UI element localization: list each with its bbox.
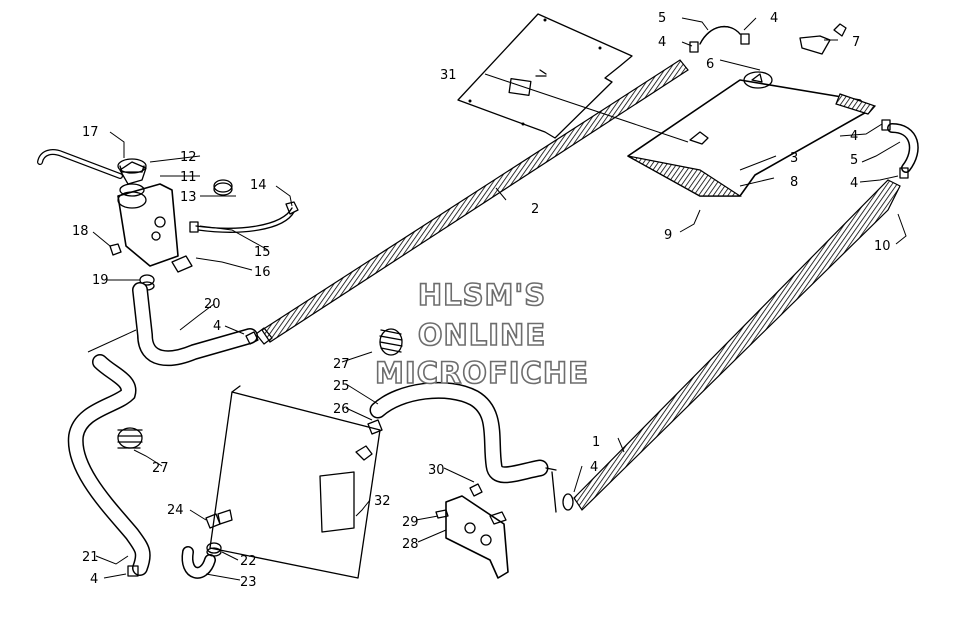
callout-4-top-left: 4 — [658, 35, 666, 50]
callout-1: 1 — [592, 435, 600, 450]
callout-19: 19 — [92, 273, 109, 288]
clamp-27-lower — [117, 427, 143, 449]
callout-4-right-low: 4 — [850, 176, 858, 191]
hose-15 — [189, 201, 299, 233]
heat-exchanger-3 — [627, 71, 877, 197]
callout-10: 10 — [874, 239, 891, 254]
fitting-18 — [109, 243, 122, 256]
callout-27-lower: 27 — [152, 461, 169, 476]
callout-23: 23 — [240, 575, 257, 590]
callout-21: 21 — [82, 550, 99, 565]
callout-6: 6 — [706, 57, 714, 72]
fastener-30 — [469, 483, 483, 497]
clamp-22 — [206, 542, 222, 557]
cap-12 — [117, 158, 147, 174]
callout-22: 22 — [240, 554, 257, 569]
callout-15: 15 — [254, 245, 271, 260]
callout-4-hose20: 4 — [213, 319, 221, 334]
callout-labels: 17 12 11 13 14 15 16 18 19 20 4 31 2 5 4… — [72, 11, 891, 590]
clamp-27-upper — [379, 328, 403, 356]
callout-26: 26 — [333, 402, 350, 417]
watermark-line-3: MICROFICHE — [375, 356, 589, 390]
callout-11: 11 — [180, 170, 197, 185]
callout-8: 8 — [790, 175, 798, 190]
hose-25 — [367, 381, 549, 484]
overflow-hose-17 — [37, 149, 123, 179]
callout-5-top: 5 — [658, 11, 666, 26]
clamp-13 — [213, 179, 233, 196]
callout-4-hose21: 4 — [90, 572, 98, 587]
callout-3: 3 — [790, 151, 798, 166]
callout-32: 32 — [374, 494, 391, 509]
leader-lines — [92, 17, 907, 581]
watermark-line-2: ONLINE — [418, 318, 546, 352]
callout-31: 31 — [440, 68, 457, 83]
hose-20 — [132, 282, 259, 367]
callout-13: 13 — [180, 190, 197, 205]
callout-4-top-right: 4 — [770, 11, 778, 26]
plate-31 — [457, 13, 633, 139]
callout-16: 16 — [254, 265, 271, 280]
callout-4-right-top: 4 — [850, 129, 858, 144]
heat-exchanger-1 — [562, 179, 901, 511]
coolant-bottle-11 — [117, 161, 193, 273]
watermark-line-1: HLSM'S — [418, 278, 546, 312]
callout-20: 20 — [204, 297, 221, 312]
callout-14: 14 — [250, 178, 267, 193]
hose-5-top — [689, 23, 847, 55]
callout-30: 30 — [428, 463, 445, 478]
hose-5-right — [881, 119, 919, 179]
callout-2: 2 — [531, 202, 539, 217]
callout-12: 12 — [180, 150, 197, 165]
callout-18: 18 — [72, 224, 89, 239]
callout-5-right: 5 — [850, 153, 858, 168]
engine-panel-32 — [205, 385, 381, 579]
callout-4-hose1: 4 — [590, 460, 598, 475]
watermark: HLSM'S ONLINE MICROFICHE — [374, 277, 589, 391]
callout-25: 25 — [333, 379, 350, 394]
callout-28: 28 — [402, 537, 419, 552]
callout-24: 24 — [167, 503, 184, 518]
callout-29: 29 — [402, 515, 419, 530]
callout-7: 7 — [852, 35, 860, 50]
callout-9: 9 — [664, 228, 672, 243]
bracket-28 — [445, 495, 509, 579]
callout-27-upper: 27 — [333, 357, 350, 372]
hose-21 — [67, 329, 151, 577]
hose-23 — [181, 546, 216, 579]
heat-exchanger-2 — [255, 59, 689, 345]
fitting-4-lower — [545, 467, 557, 513]
callout-17: 17 — [82, 125, 99, 140]
